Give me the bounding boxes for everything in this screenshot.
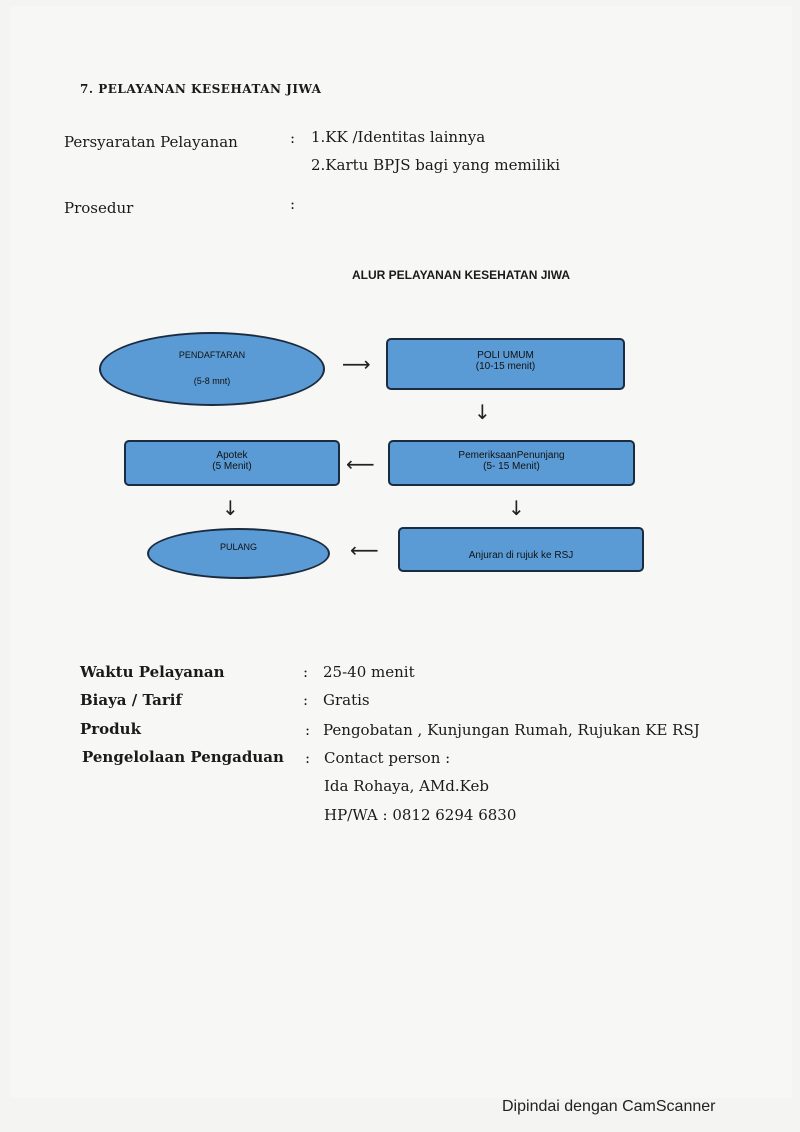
detail-value: 25-40 menit bbox=[323, 663, 415, 681]
procedure-label: Prosedur bbox=[64, 199, 134, 217]
detail-label: Pengelolaan Pengaduan bbox=[82, 748, 284, 766]
node-sublabel: (5- 15 Menit) bbox=[483, 461, 540, 472]
detail-colon: : bbox=[305, 749, 311, 767]
procedure-colon: : bbox=[290, 195, 296, 213]
detail-label: Biaya / Tarif bbox=[80, 691, 182, 709]
arrow-left-icon: ⟵ bbox=[346, 452, 375, 476]
detail-value: Contact person : bbox=[324, 749, 451, 767]
contact-name: Ida Rohaya, AMd.Keb bbox=[324, 777, 489, 795]
node-poli-umum: POLI UMUM (10-15 menit) bbox=[386, 338, 625, 390]
requirement-item: 2.Kartu BPJS bagi yang memiliki bbox=[311, 156, 561, 174]
node-sublabel: (10-15 menit) bbox=[475, 361, 536, 372]
node-pemeriksaan-penunjang: PemeriksaanPenunjang (5- 15 Menit) bbox=[388, 440, 635, 486]
contact-phone: HP/WA : 0812 6294 6830 bbox=[324, 806, 517, 824]
node-pendaftaran: PENDAFTARAN (5-8 mnt) bbox=[99, 332, 325, 406]
node-sublabel: (5 Menit) bbox=[212, 461, 252, 472]
node-rujuk-rsj: Anjuran di rujuk ke RSJ bbox=[398, 527, 644, 572]
node-label: PemeriksaanPenunjang bbox=[458, 450, 565, 461]
node-pulang: PULANG bbox=[147, 528, 330, 579]
detail-value: Gratis bbox=[323, 691, 370, 709]
detail-value: Pengobatan , Kunjungan Rumah, Rujukan KE… bbox=[323, 721, 700, 739]
requirements-label: Persyaratan Pelayanan bbox=[64, 133, 238, 151]
arrow-down-icon: ↓ bbox=[508, 496, 525, 520]
node-label: POLI UMUM bbox=[477, 350, 534, 361]
node-sublabel: (5-8 mnt) bbox=[193, 376, 231, 386]
arrow-right-icon: ⟶ bbox=[342, 352, 371, 376]
node-apotek: Apotek (5 Menit) bbox=[124, 440, 340, 486]
arrow-down-icon: ↓ bbox=[474, 400, 491, 424]
requirements-colon: : bbox=[290, 129, 296, 147]
detail-label: Waktu Pelayanan bbox=[80, 663, 225, 681]
detail-label: Produk bbox=[80, 720, 141, 738]
section-title: 7. PELAYANAN KESEHATAN JIWA bbox=[80, 82, 322, 96]
node-label: PENDAFTARAN bbox=[178, 350, 246, 360]
detail-colon: : bbox=[303, 691, 309, 709]
node-label: Anjuran di rujuk ke RSJ bbox=[468, 550, 574, 561]
arrow-left-icon: ⟵ bbox=[350, 538, 379, 562]
detail-colon: : bbox=[305, 721, 311, 739]
arrow-down-icon: ↓ bbox=[222, 496, 239, 520]
scanner-watermark: Dipindai dengan CamScanner bbox=[502, 1098, 716, 1115]
detail-colon: : bbox=[303, 663, 309, 681]
node-label: Apotek bbox=[216, 450, 248, 461]
node-label: PULANG bbox=[219, 542, 257, 552]
requirement-item: 1.KK /Identitas lainnya bbox=[311, 128, 486, 146]
flowchart-title: ALUR PELAYANAN KESEHATAN JIWA bbox=[352, 268, 571, 282]
